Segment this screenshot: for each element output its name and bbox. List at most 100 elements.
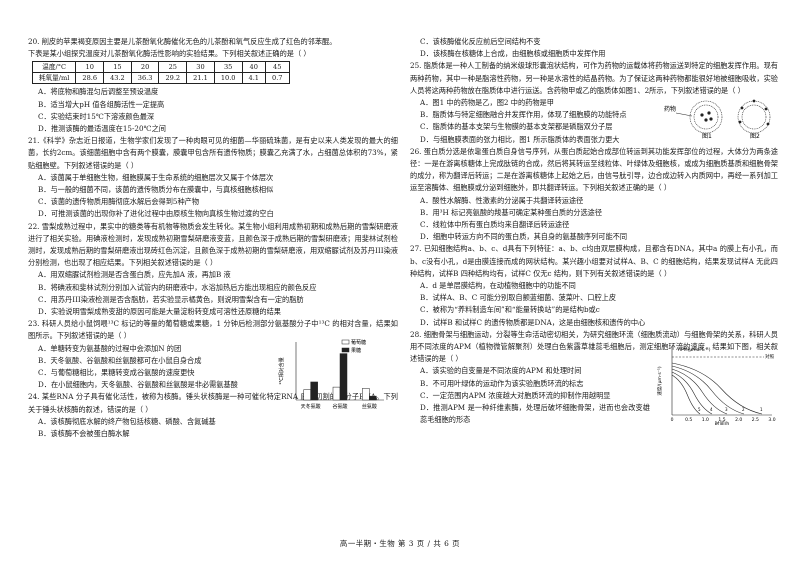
figure-2-caption: 图2 [750, 133, 760, 139]
q23-stem: 23. 科研人员给小鼠饲喂¹³C 标记的等量的葡萄糖或果糖，1 分钟后检测部分氨… [28, 319, 398, 341]
q25-option-d: D．与细胞膜表面的张力相比，图1 所示脂质体的表面张力更大 [420, 134, 620, 144]
x-tick-label: 1.0 [702, 417, 709, 423]
bar-fructose [310, 381, 318, 401]
table-cell: 28.6 [75, 72, 105, 85]
q24-stem: 24. 某些RNA 分子具有催化活性，被称为核酶。锤头状核酶是一种可催化特定RN… [28, 392, 398, 414]
q28-option-a: A．该实验的自变量是不同浓度的APM 和处理时间 [420, 366, 582, 376]
table-cell: 4.1 [241, 72, 266, 85]
q20-stem-line1: 20. 削皮的苹果褐变原因主要是儿茶酚氧化酶催化无色的儿茶酚和氧气反应生成了红色… [28, 37, 337, 46]
table-cell: 35 [213, 61, 243, 74]
liposome-figure-1 [689, 100, 723, 134]
table-cell: 30 [186, 61, 215, 74]
x-tick-label: 0.5 [685, 417, 692, 423]
page-footer: 高一半期・生物 第 3 页 / 共 6 页 [339, 539, 461, 548]
q21-option-d: D．可推测该菌的出现你补了进化过程中由原核生物向真核生物过渡的空白 [38, 209, 274, 219]
q23-option-b: B．天冬氨酸、谷氨酸和丝氨酸都可在小鼠自身合成 [38, 355, 202, 365]
drug-pointer-line [675, 112, 693, 117]
q21-option-b: B．与一般的细菌不同，该菌的遗传物质分布在膜囊中，与真核细胞核相似 [38, 185, 274, 195]
table-cell: 25 [158, 61, 188, 74]
q21-stem: 21.《科学》杂志近日报道，生物学家们发现了一种肉眼可见的细菌—华丽硫珠菌，是有… [28, 136, 398, 170]
question-22: 22. 雪梨成熟过程中，果实中的糖类等有机物等物质会发生转化。某生物小组利用成熟… [28, 221, 398, 319]
q21-option-c: C．该菌的遗传物质用酶彻底水解后会得到5种产物 [38, 197, 200, 207]
q23-option-d: D．在小鼠细胞内，天冬氨酸、谷氨酸和丝氨酸是非必需氨基酸 [38, 380, 238, 390]
table-cell: 10.0 [213, 72, 243, 85]
q20-option-c: C．实验结束时15℃下溶液颜色最深 [38, 111, 155, 121]
series-label: 2 [742, 407, 745, 412]
legend-title: APM(μmol·L⁻¹) [678, 347, 711, 353]
bar-glucose [362, 388, 370, 401]
legend-label-fructose: 果糖 [351, 347, 361, 354]
legend-label-glucose: 葡萄糖 [351, 339, 366, 346]
table-header-cell: 温度/°C [31, 61, 77, 74]
q20-stem-line2: 下表是某小组探究温度对儿茶酚氧化酶活性影响的实验结果。下列相关叙述正确的是（ ） [28, 49, 311, 59]
control-label: 对照 [765, 353, 774, 360]
x-tick-label: 2.0 [735, 417, 742, 423]
liposome-figure-2 [737, 99, 771, 134]
right-column: C．该核酶催化反应前后空间结构不变 D．该核酶在核糖体上合成，由细胞核或细胞质中… [410, 36, 778, 427]
q23-bar-chart: ¹³C相对含量天冬氨酸谷氨酸丝氨酸葡萄糖果糖 [278, 339, 384, 410]
q27-stem: 27. 已知细胞结构a、b、c、d具有下列特征：a、b、c均由双层膜构成，且都含… [410, 244, 778, 278]
x-tick-label: 3.0 [768, 417, 775, 423]
x-tick-label: 1.5 [718, 417, 725, 423]
question-26: 26. 蛋白质分选是依靠蛋白质自身信号序列，从蛋白质起始合成部位转运到其功能发挥… [410, 146, 778, 244]
question-27: 27. 已知细胞结构a、b、c、d具有下列特征：a、b、c均由双层膜构成，且都含… [410, 243, 778, 328]
question-20: 20. 削皮的苹果褐变原因主要是儿茶酚氧化酶催化无色的儿茶酚和氧气反应生成了红色… [28, 36, 398, 135]
q20-data-table: 温度/°C 10 15 20 25 30 35 40 45 耗氧量/ml 28.… [31, 61, 290, 85]
q26-option-b: B．用³H 标记亮氨酸的羧基可确定某种蛋白质的分选途径 [420, 207, 603, 217]
question-23: 23. 科研人员给小鼠饲喂¹³C 标记的等量的葡萄糖或果糖，1 分钟后检测部分氨… [28, 318, 398, 410]
x-tick-label: 0 [671, 417, 674, 423]
table-cell: 15 [103, 61, 132, 74]
q26-stem: 26. 蛋白质分选是依靠蛋白质自身信号序列，从蛋白质起始合成部位转运到其功能发挥… [410, 146, 778, 193]
series-label: 3 [725, 407, 728, 412]
bar-glucose [332, 387, 341, 401]
series-line-apm [671, 366, 745, 415]
table-cell: 29.2 [158, 72, 188, 85]
q23-option-c: C．与葡萄糖相比，果糖转变成谷氨酸的速度更快 [38, 368, 195, 378]
q26-option-c: C．线粒体中所有蛋白质均来自翻译后转运途径 [420, 220, 570, 230]
table-cell: 43.2 [103, 72, 132, 85]
x-axis-label: 时间/h [715, 421, 730, 426]
x-tick-label: 2.5 [752, 417, 759, 423]
legend-swatch-fructose [341, 348, 350, 353]
series-label: 5 [698, 407, 701, 412]
q28-option-b: B．不可用叶绿体的运动作为该实验胞质环流的标志 [420, 378, 584, 388]
q25-stem: 25. 脂质体是一种人工制备的纳米级球形囊泡状结构，可作为药物的运载体将药物运送… [410, 61, 778, 95]
table-cell: 20 [130, 61, 160, 74]
y-axis-label: 速度/(μm·s⁻¹) [656, 367, 663, 396]
q25-option-a: A．图1 中的药物是乙，图2 中的药物是甲 [420, 98, 554, 108]
q28-option-c: C．一定范围内APM 浓度越大对胞质环流的抑制作用越明显 [420, 390, 611, 400]
q20-option-d: D．推测该酶的最适温度在15-20℃之间 [38, 124, 166, 134]
bar-fructose [339, 353, 348, 401]
q27-option-c: C．被称为“养料制造车间”和“能量转换站”的是结构b或c [420, 305, 600, 315]
legend-swatch-glucose [341, 340, 350, 345]
q22-option-b: B．将碘液和斐林试剂分别加入试管内的研磨液中，水浴加热后方能出现相应的颜色反应 [38, 282, 317, 292]
x-tick-label: 天冬氨酸 [301, 403, 321, 410]
x-tick-label: 谷氨酸 [332, 403, 347, 410]
table-cell: 0.7 [265, 72, 290, 85]
figure-1-caption: 图1 [702, 133, 712, 139]
q21-option-a: A．该菌属于单细胞生物，细胞膜属于生命系统的细胞层次又属于个体层次 [38, 172, 274, 182]
q22-option-d: D．实验说明雪梨成熟变甜的原因可能是大量淀粉转变成可溶性还原糖的结果 [38, 307, 281, 317]
series-line-apm [671, 375, 701, 415]
q22-option-c: C．用苏丹III染液检测是否含脂肪，若实验显示橘黄色，则说明雪梨含有一定的脂肪 [38, 294, 304, 304]
q25-option-c: C．脂质体的基本支架与生物膜的基本支架都是磷脂双分子层 [420, 122, 613, 132]
bar-glucose [303, 389, 311, 401]
series-label: 4 [710, 407, 713, 412]
q20-option-a: A．将底物和酶混匀后调整至预设温度 [38, 87, 159, 97]
drug-label: 药物 [664, 105, 676, 113]
q23-option-a: A．单糖转变为氨基酸的过程中会添加N 的团 [38, 343, 182, 353]
q20-option-b: B．适当增大pH 值各组酶活性一定提高 [38, 99, 165, 109]
table-cell: 10 [75, 61, 105, 74]
q25-option-b: B．脂质体与特定细胞融合并发挥作用，体现了细胞膜的功能特点 [420, 110, 627, 120]
q28-line-chart: 0 0.5 1.0 1.5 2.0 2.5 3.0 时间/h 速度/(μm·s⁻¹) APM(μm… [656, 347, 776, 426]
table-cell: 40 [241, 61, 266, 74]
bar-fructose [369, 396, 377, 401]
series-line-apm [671, 369, 728, 415]
q22-stem: 22. 雪梨成熟过程中，果实中的糖类等有机物等物质会发生转化。某生物小组利用成熟… [28, 221, 398, 268]
series-label: 1 [760, 407, 763, 412]
q26-option-a: A．酸性水解酶、性激素的分泌属于共翻译转运途径 [420, 195, 584, 205]
question-25: 25. 脂质体是一种人工制备的纳米级球形囊泡状结构，可作为药物的运载体将药物运送… [410, 60, 778, 145]
q24-option-d: D．该核酶在核糖体上合成，由细胞核或细胞质中发挥作用 [420, 49, 606, 59]
question-21: 21.《科学》杂志近日报道，生物学家们发现了一种肉眼可见的细菌—华丽硫珠菌，是有… [28, 135, 398, 220]
q27-option-d: D．试样B 和试样C 的遗传物质都是DNA，这是由细胞核和遗传的中心 [420, 317, 646, 327]
